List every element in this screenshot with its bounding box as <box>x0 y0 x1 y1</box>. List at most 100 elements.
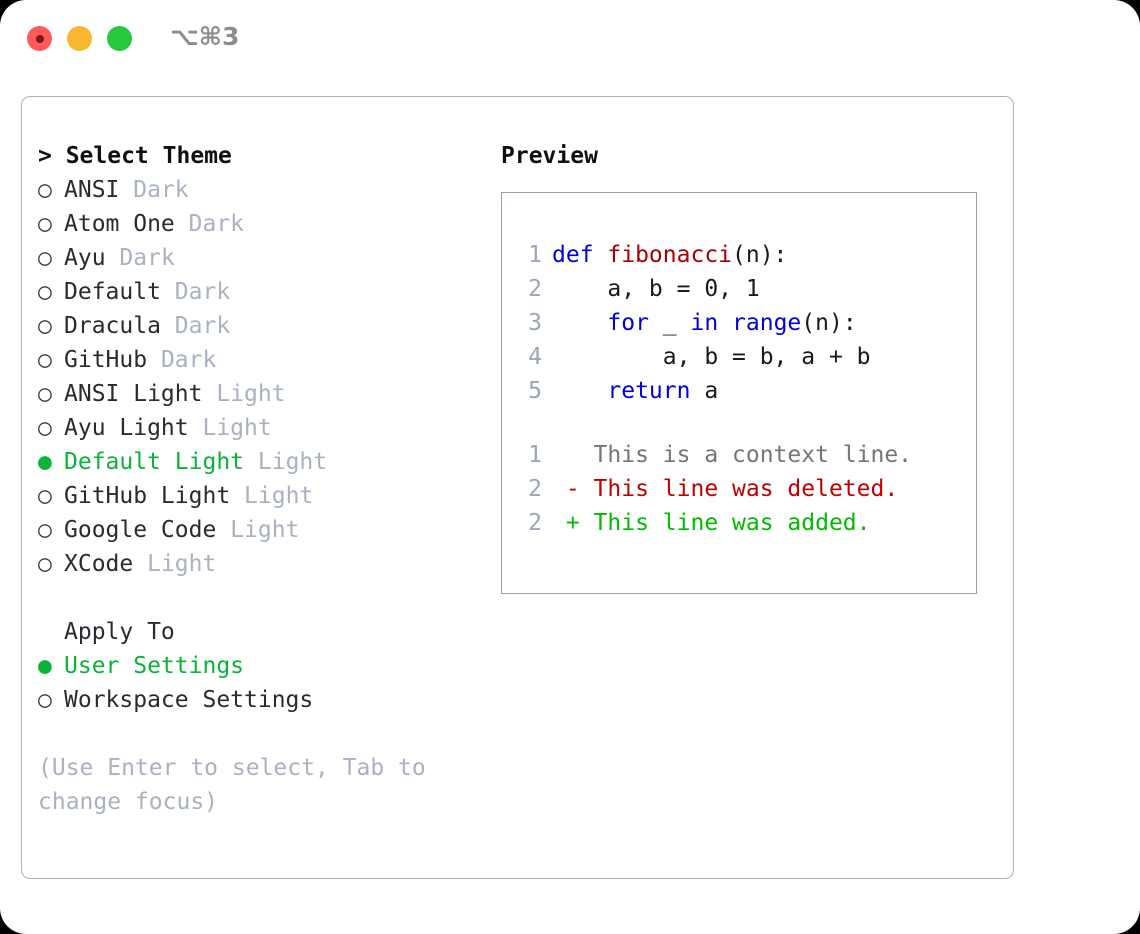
list-spacer <box>38 581 478 615</box>
theme-option-google-code[interactable]: ○ Google Code Light <box>38 513 478 547</box>
code-token: in <box>690 310 733 336</box>
title-bar: ⌥⌘3 <box>0 0 1140 78</box>
code-token: return <box>607 378 691 404</box>
diff-line: 2 + This line was added. <box>520 506 970 540</box>
theme-option-name: GitHub Light <box>64 483 231 509</box>
theme-option-kind: Dark <box>133 177 189 203</box>
code-token: fibonacci <box>607 242 733 268</box>
code-line: 4 a, b = b, a + b <box>520 340 970 374</box>
code-token: def <box>552 242 608 268</box>
radio-unselected-icon: ○ <box>38 211 52 237</box>
radio-unselected-icon: ○ <box>38 483 52 509</box>
radio-unselected-icon: ○ <box>38 177 52 203</box>
theme-option-kind: Light <box>216 381 286 407</box>
theme-option-kind: Dark <box>188 211 245 237</box>
theme-option-kind: Dark <box>174 279 231 305</box>
radio-unselected-icon: ○ <box>38 551 52 577</box>
code-token: a, b = b, a + b <box>552 344 871 370</box>
line-number: 3 <box>528 310 542 336</box>
theme-option-name: Ayu Light <box>64 415 189 441</box>
code-token: range <box>732 310 802 336</box>
theme-option-ansi-light[interactable]: ○ ANSI Light Light <box>38 377 478 411</box>
theme-option-kind: Light <box>257 449 328 475</box>
theme-option-xcode[interactable]: ○ XCode Light <box>38 547 478 581</box>
code-token: for <box>607 310 649 336</box>
theme-option-ayu-light[interactable]: ○ Ayu Light Light <box>38 411 478 445</box>
code-line: 5 return a <box>520 374 970 408</box>
line-number: 1 <box>528 442 542 468</box>
diff-line: 1 This is a context line. <box>520 438 970 472</box>
theme-option-github-light[interactable]: ○ GitHub Light Light <box>38 479 478 513</box>
theme-option-ansi[interactable]: ○ ANSI Dark <box>38 173 478 207</box>
theme-option-kind: Dark <box>160 347 217 373</box>
code-token <box>552 378 607 404</box>
theme-option-default-light[interactable]: ● Default Light Light <box>38 445 478 479</box>
radio-unselected-icon: ○ <box>38 381 52 407</box>
keyboard-shortcut-label: ⌥⌘3 <box>170 22 240 51</box>
theme-option-kind: Light <box>147 551 217 577</box>
radio-unselected-icon: ○ <box>38 347 52 373</box>
theme-option-name: GitHub <box>64 347 148 373</box>
theme-option-ayu[interactable]: ○Ayu Dark <box>38 241 478 275</box>
radio-unselected-icon: ○ <box>38 517 52 543</box>
theme-option-name: Google Code <box>64 517 217 543</box>
theme-option-kind: Light <box>244 483 314 509</box>
theme-picker-panel: > Select Theme ○ANSI Dark○Atom One Dark○… <box>21 96 1014 879</box>
code-token: _ <box>648 310 691 336</box>
apply-to-option-list: ● User Settings ○ Workspace Settings <box>38 649 478 717</box>
select-theme-header: > Select Theme <box>38 143 232 169</box>
code-token: a <box>690 378 719 404</box>
close-button[interactable] <box>27 26 52 51</box>
code-token: (n): <box>732 242 788 268</box>
apply-to-option-label: Workspace Settings <box>64 687 314 713</box>
radio-selected-icon: ● <box>38 449 52 475</box>
code-token: a, b = 0, 1 <box>552 276 760 302</box>
line-number: 2 <box>528 476 542 502</box>
radio-unselected-icon: ○ <box>38 415 52 441</box>
code-token: + This line was added. <box>552 510 871 536</box>
theme-option-list: ○ANSI Dark○Atom One Dark○Ayu Dark○Defaul… <box>38 173 478 581</box>
theme-option-name: ANSI Light <box>64 381 203 407</box>
radio-unselected-icon: ○ <box>38 687 52 713</box>
theme-selection-column: > Select Theme ○ANSI Dark○Atom One Dark○… <box>38 139 478 819</box>
code-line: 1 def fibonacci(n): <box>520 238 970 272</box>
theme-option-kind: Dark <box>119 245 175 271</box>
code-token: This is a context line. <box>552 442 913 468</box>
apply-to-option-user-settings[interactable]: ● User Settings <box>38 649 478 683</box>
theme-option-dracula[interactable]: ○Dracula Dark <box>38 309 478 343</box>
theme-option-name: Default Light <box>64 449 245 475</box>
theme-option-kind: Dark <box>174 313 231 339</box>
code-token: (n): <box>801 310 857 336</box>
apply-to-option-label: User Settings <box>64 653 245 679</box>
theme-option-name: Dracula <box>64 313 161 339</box>
code-diff-separator <box>520 408 970 438</box>
theme-option-name: XCode <box>64 551 134 577</box>
code-line: 3 for _ in range(n): <box>520 306 970 340</box>
code-token <box>552 310 607 336</box>
code-token: - This line was deleted. <box>552 476 899 502</box>
theme-option-kind: Light <box>230 517 300 543</box>
minimize-button[interactable] <box>67 26 92 51</box>
keyboard-hint-text: (Use Enter to select, Tab to change focu… <box>38 755 426 815</box>
line-number: 2 <box>528 276 542 302</box>
diff-line: 2 - This line was deleted. <box>520 472 970 506</box>
theme-option-kind: Light <box>202 415 272 441</box>
apply-to-option-workspace-settings[interactable]: ○ Workspace Settings <box>38 683 478 717</box>
line-number: 5 <box>528 378 542 404</box>
theme-option-name: ANSI <box>64 177 120 203</box>
radio-selected-icon: ● <box>38 653 52 679</box>
line-number: 4 <box>528 344 542 370</box>
maximize-button[interactable] <box>107 26 132 51</box>
code-line: 2 a, b = 0, 1 <box>520 272 970 306</box>
line-number: 1 <box>528 242 542 268</box>
theme-option-atom-one[interactable]: ○Atom One Dark <box>38 207 478 241</box>
line-number: 2 <box>528 510 542 536</box>
radio-unselected-icon: ○ <box>38 279 52 305</box>
radio-unselected-icon: ○ <box>38 245 52 271</box>
theme-option-default[interactable]: ○Default Dark <box>38 275 478 309</box>
theme-option-github[interactable]: ○ GitHub Dark <box>38 343 478 377</box>
